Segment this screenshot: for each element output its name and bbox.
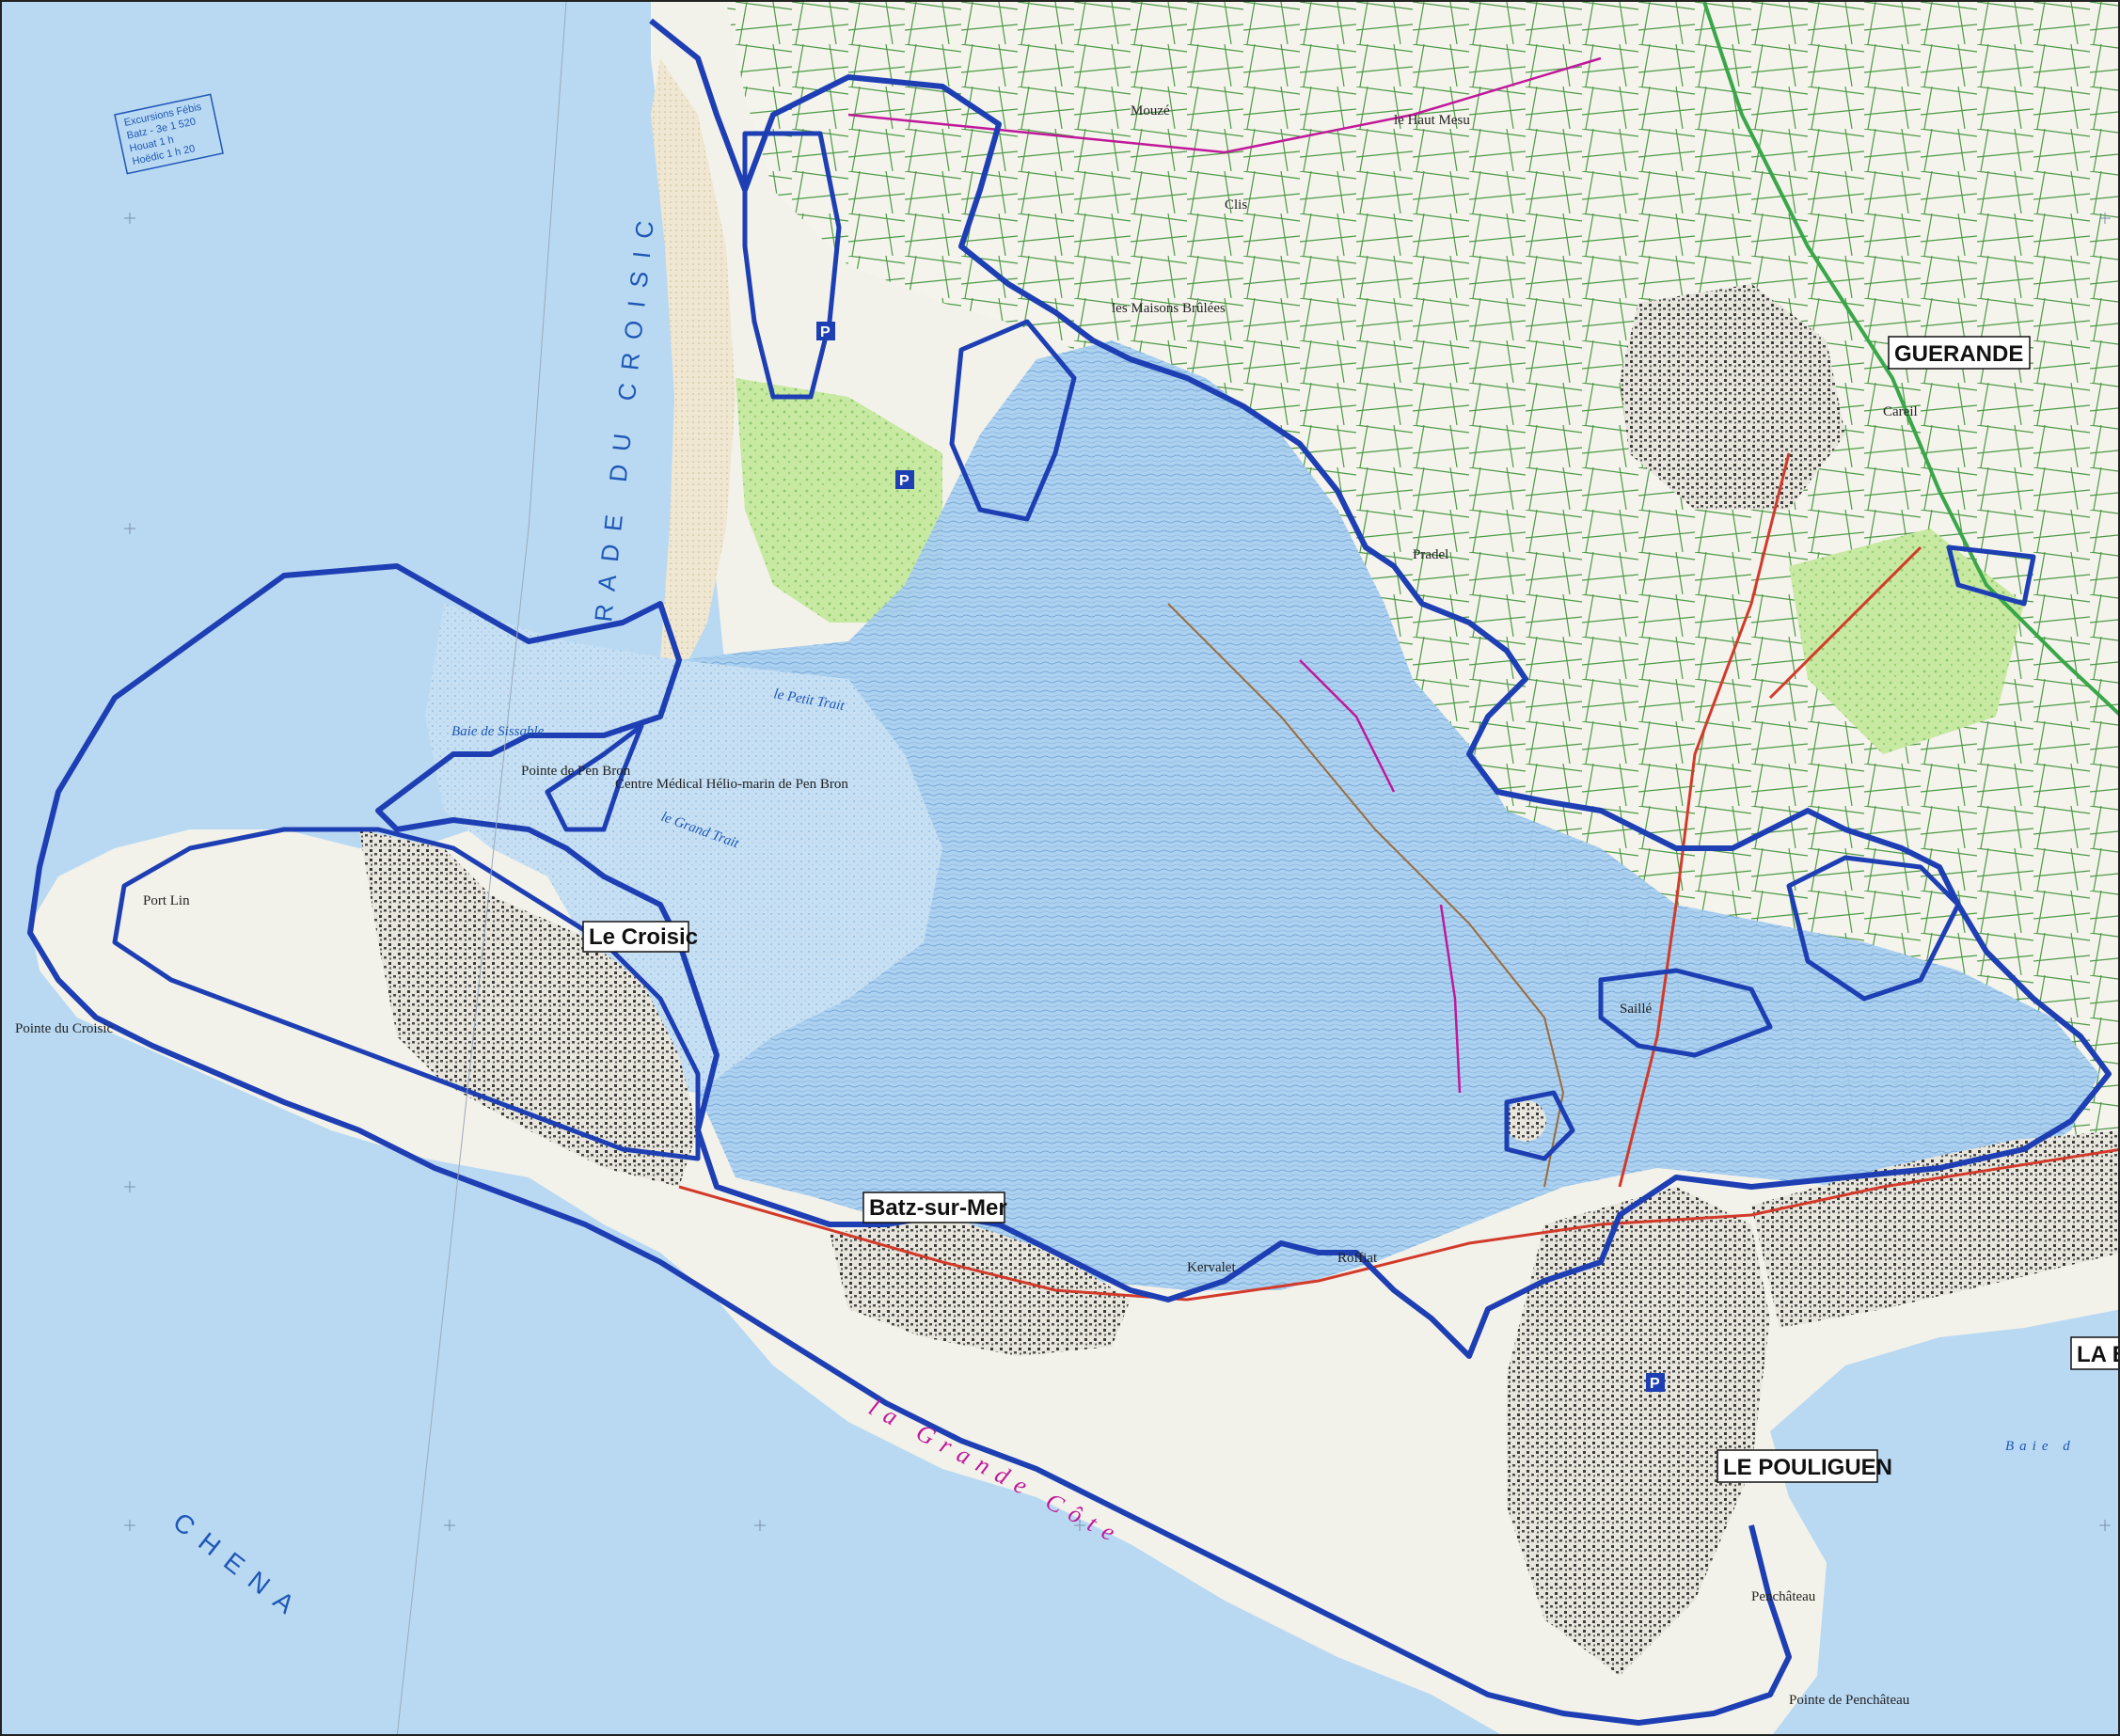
parking-marker: P <box>895 470 914 489</box>
road-magenta-2 <box>1299 659 1396 793</box>
maisons-brulees-label: les Maisons Brûlées <box>1112 301 1226 316</box>
pointe-de-pen-bron-label: Pointe de Pen Bron <box>521 764 631 779</box>
kervalet-label: Kervalet <box>1187 1260 1236 1275</box>
saille-label: Saillé <box>1620 1002 1653 1017</box>
road-main-green <box>1702 2 2118 716</box>
tidal-basin <box>425 604 942 1093</box>
roffiat-label: Roffiat <box>1337 1251 1378 1266</box>
centre-medical-label: Centre Médical Hélio-marin de Pen Bron <box>615 777 848 792</box>
town-le-croisic: Le Croisic <box>582 921 698 953</box>
road-brown <box>1167 603 1565 1188</box>
pradel-label: Pradel <box>1413 547 1448 562</box>
road-magenta-1 <box>847 56 1602 154</box>
svg-text:LE POULIGUEN: LE POULIGUEN <box>1723 1455 1892 1480</box>
town-guerande: GUERANDE <box>1888 336 2031 370</box>
parking-marker: P <box>816 322 835 340</box>
penchateau-label: Penchâteau <box>1751 1589 1816 1604</box>
boundary-loop-north <box>742 131 842 400</box>
boundary-loop-kercabellec <box>1946 544 2036 607</box>
protected-area-boundary <box>27 18 2112 1726</box>
roads <box>678 2 2118 1302</box>
road-red-1 <box>678 1148 2118 1302</box>
salt-marsh <box>679 340 2099 1290</box>
meridian-line <box>396 2 567 1734</box>
town-le-pouliguen: LE POULIGUEN <box>1717 1449 1892 1483</box>
urban-le-croisic <box>359 829 698 1187</box>
baie-du-pouliguen-label: Baie d <box>2005 1439 2076 1454</box>
svg-text:P: P <box>1650 1376 1660 1392</box>
parking-marker: P <box>1646 1373 1665 1392</box>
svg-text:P: P <box>820 324 831 340</box>
careil-label: Careil <box>1883 404 1918 419</box>
road-magenta-3 <box>1439 904 1462 1094</box>
svg-text:P: P <box>899 473 910 489</box>
town-batz-sur-mer: Batz-sur-Mer <box>862 1192 1007 1223</box>
boundary-loop-saille <box>1598 968 1773 1058</box>
woods-north <box>736 378 942 623</box>
boundary-loop-guerande-marsh <box>949 319 1077 522</box>
pointe-de-penchateau-label: Pointe de Penchâteau <box>1789 1693 1910 1708</box>
islet <box>1505 1100 1546 1142</box>
boundary-croisic-inner <box>112 827 701 1161</box>
urban-pouliguen <box>1507 1187 1770 1676</box>
mouze-label: Mouzé <box>1131 103 1170 118</box>
svg-text:LA B: LA B <box>2077 1342 2120 1367</box>
haut-mesu-label: le Haut Mesu <box>1394 113 1470 128</box>
boundary-loop-islet <box>1504 1090 1575 1161</box>
boundary-loop-pen-bron <box>545 723 644 832</box>
svg-text:Le Croisic: Le Croisic <box>589 924 698 950</box>
dune-strip <box>651 58 736 679</box>
svg-text:GUERANDE: GUERANDE <box>1894 341 2023 367</box>
pointe-du-croisic-label: Pointe du Croisic <box>15 1021 114 1036</box>
clis-label: Clis <box>1225 197 1247 213</box>
port-lin-label: Port Lin <box>143 893 190 908</box>
road-red-3 <box>1768 545 1922 700</box>
road-red-2 <box>1618 452 1791 1188</box>
town-la-baule: LA B <box>2070 1336 2120 1370</box>
svg-text:Batz-sur-Mer: Batz-sur-Mer <box>869 1195 1007 1221</box>
boundary-loop-east <box>1786 855 1961 1002</box>
grid-crosses <box>124 213 2111 1531</box>
baie-de-sissable-label: Baie de Sissable <box>451 724 545 739</box>
